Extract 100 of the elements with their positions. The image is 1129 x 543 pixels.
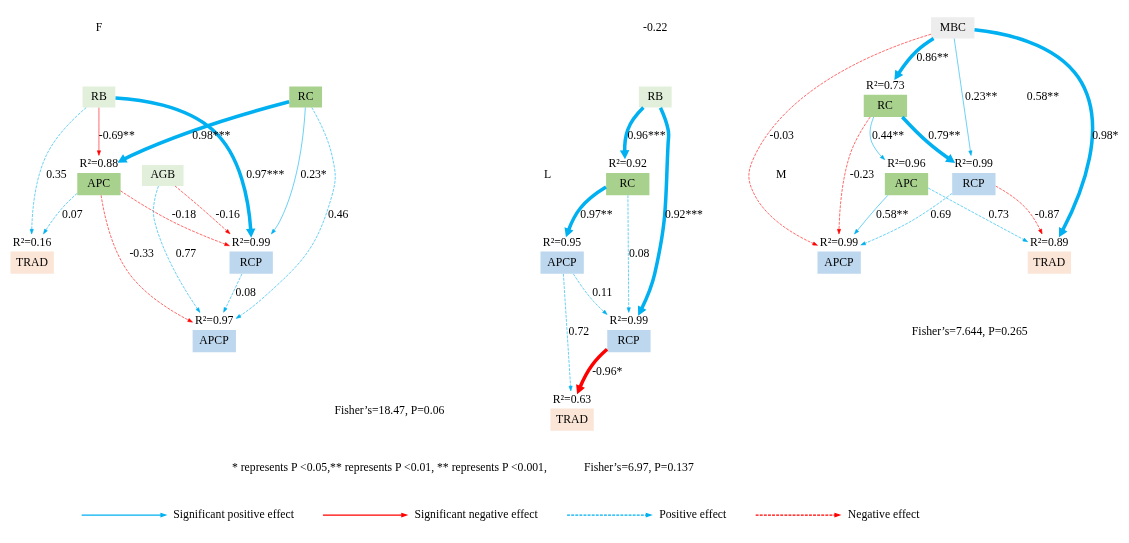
arrow <box>115 96 256 238</box>
edge-label: 0.72 <box>568 325 590 339</box>
legend-label: Significant positive effect <box>173 508 294 522</box>
edge-label: -0.33 <box>129 246 154 260</box>
node-label: R²=0.97 <box>194 314 234 328</box>
arrow <box>43 193 78 235</box>
node-label: R²=0.99 <box>609 314 648 328</box>
node-box: RC <box>863 94 908 117</box>
arrow <box>174 185 231 235</box>
edge-label: 0.46 <box>327 207 349 221</box>
edge-label: 0.44** <box>871 129 905 143</box>
node-box: TRAD <box>10 251 54 274</box>
label: F <box>95 20 103 34</box>
edge-label: 0.58** <box>876 207 909 221</box>
legend-label: Negative effect <box>847 508 920 522</box>
node-box: APC <box>77 173 121 196</box>
legend-label: Significant negative effect <box>414 508 538 522</box>
label: Fisher’s=18.47, P=0.06 <box>334 403 445 417</box>
arrow <box>29 107 87 235</box>
arrow <box>120 190 230 246</box>
label: Fisher’s=6.97, P=0.137 <box>583 460 694 474</box>
edge-label: 0.86** <box>916 50 949 64</box>
edge-label: -0.96* <box>592 364 623 378</box>
arrow <box>100 195 193 323</box>
node-label: R²=0.96 <box>887 157 926 171</box>
edge-label: -0.18 <box>171 207 197 221</box>
node-label: R²=0.92 <box>608 157 647 171</box>
edge-label: -0.23 <box>849 168 875 182</box>
edge-label: 0.96*** <box>627 129 666 143</box>
arrow <box>153 185 201 313</box>
arrow <box>573 273 608 315</box>
node-box: APCP <box>540 251 584 274</box>
arrow <box>576 347 609 395</box>
edge-label: 0.08 <box>235 286 256 300</box>
edge-label: 0.23** <box>965 89 998 103</box>
node-label: R²=0.88 <box>79 157 119 171</box>
arrow <box>901 115 956 163</box>
arrow <box>271 107 306 235</box>
arrow <box>637 107 671 316</box>
arrow <box>869 116 886 160</box>
arrow <box>117 100 290 163</box>
node-box: RCP <box>607 330 651 353</box>
arrow <box>860 193 953 246</box>
label: -0.22 <box>643 20 668 34</box>
edge-label: 0.08 <box>628 246 650 260</box>
edge-label: -0.69** <box>98 129 135 143</box>
edge-label: 0.69 <box>930 207 951 221</box>
edge-label: 0.73 <box>988 207 1009 221</box>
arrow <box>563 273 573 392</box>
edge-label: 0.23* <box>300 168 327 182</box>
node-box: APC <box>884 173 929 196</box>
arrow <box>97 107 101 156</box>
arrow <box>953 38 973 156</box>
label: Fisher’s=7.644, P=0.265 <box>911 325 1028 339</box>
arrow <box>854 195 889 235</box>
arrow <box>995 185 1043 235</box>
node-label: R²=0.89 <box>1030 235 1069 249</box>
arrow <box>564 185 607 238</box>
arrow <box>223 273 243 313</box>
label: M <box>775 168 787 182</box>
label: * represents P <0.05,** represents P <0.01, ** represents P <0.001, <box>231 460 547 474</box>
node-box: RCP <box>229 251 273 274</box>
node-label: R²=0.99 <box>231 235 271 249</box>
node-box: RB <box>82 86 116 108</box>
legend-label: Positive effect <box>659 508 727 522</box>
arrow <box>626 195 631 313</box>
node-label: R²=0.95 <box>542 235 582 249</box>
node-box: RC <box>606 173 650 196</box>
arrow <box>619 106 645 160</box>
edge-label: 0.11 <box>592 286 613 300</box>
label: L <box>543 168 552 182</box>
arrow <box>235 107 336 319</box>
node-label: R²=0.73 <box>866 78 905 92</box>
arrow <box>927 187 1028 243</box>
edge-label: 0.07 <box>62 207 83 221</box>
edge-label: 0.35 <box>46 168 67 182</box>
edge-label: -0.03 <box>769 129 794 143</box>
arrow <box>837 116 871 235</box>
node-box: TRAD <box>1027 251 1072 274</box>
arrow <box>974 28 1095 238</box>
edge-label: -0.16 <box>215 207 240 221</box>
edge-label: 0.79** <box>928 129 961 143</box>
node-label: R²=0.16 <box>12 235 52 249</box>
arrow <box>894 37 935 81</box>
node-box: AGB <box>142 164 184 186</box>
node-label: R²=0.63 <box>552 392 592 406</box>
node-box: RB <box>638 86 672 108</box>
label: 0.58** <box>1026 89 1060 103</box>
edge-label: 0.97*** <box>246 168 285 182</box>
edge-label: 0.77 <box>175 246 197 260</box>
node-box: APCP <box>817 251 861 274</box>
node-box: RC <box>289 86 323 108</box>
edge-label: -0.87 <box>1034 207 1060 221</box>
edge-label: 0.97** <box>580 207 613 221</box>
node-label: R²=0.99 <box>954 157 993 171</box>
node-box: RCP <box>952 173 996 196</box>
node-box: APCP <box>192 330 236 353</box>
node-label: R²=0.99 <box>819 235 859 249</box>
node-box: MBC <box>931 17 975 39</box>
node-box: TRAD <box>550 408 594 431</box>
